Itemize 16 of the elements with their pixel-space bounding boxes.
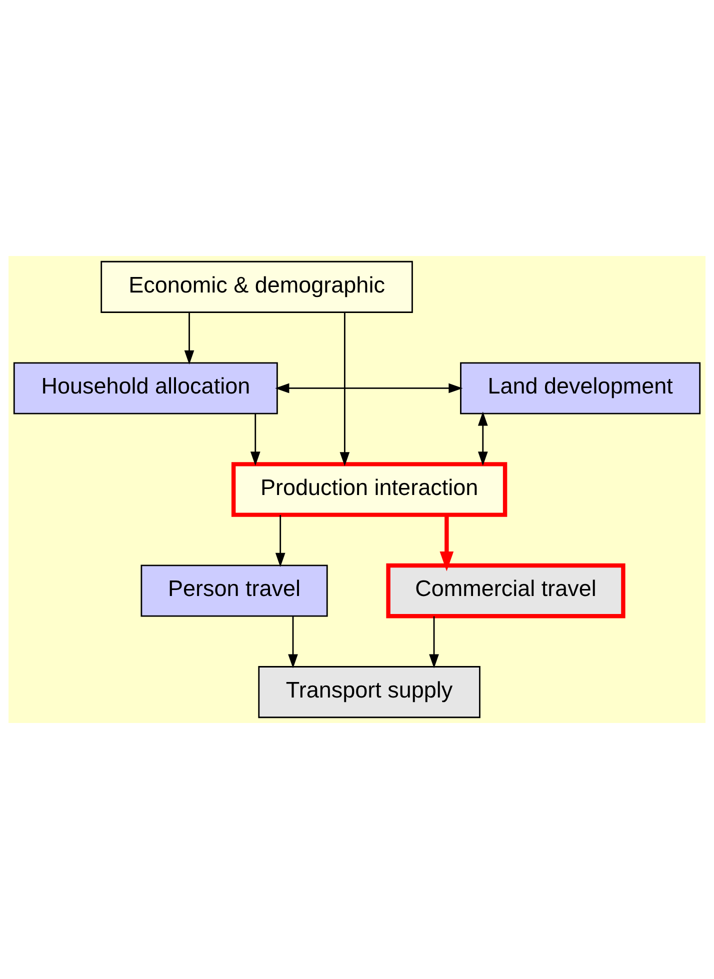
node-box: Land development bbox=[460, 362, 701, 414]
arrow bbox=[184, 312, 194, 364]
node-box: Household allocation bbox=[13, 362, 278, 414]
node-box: Transport supply bbox=[258, 666, 480, 718]
node-box: Commercial travel bbox=[386, 563, 626, 618]
arrow bbox=[440, 515, 454, 572]
arrow bbox=[478, 412, 488, 466]
arrow bbox=[288, 616, 298, 668]
node-box: Production interaction bbox=[231, 462, 508, 517]
arrow bbox=[250, 414, 260, 466]
node-box: Person travel bbox=[140, 564, 328, 617]
arrow bbox=[275, 383, 463, 394]
arrow bbox=[340, 312, 350, 466]
node-box: Economic & demographic bbox=[100, 260, 413, 313]
arrow bbox=[275, 515, 286, 567]
arrow bbox=[429, 616, 439, 668]
